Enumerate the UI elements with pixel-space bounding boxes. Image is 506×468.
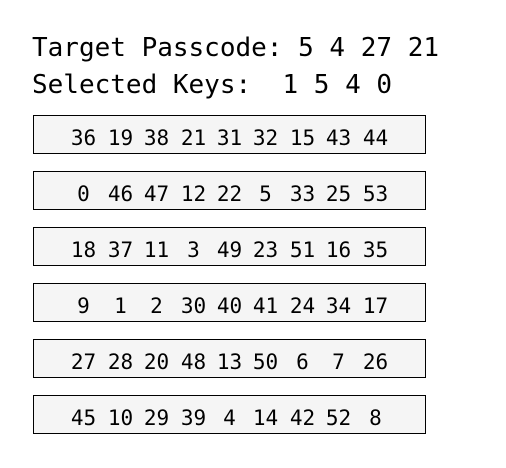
selected-key: 0 bbox=[376, 70, 393, 100]
keypad-key[interactable]: 7 bbox=[332, 350, 345, 374]
target-passcode-label: Target Passcode: bbox=[32, 33, 283, 63]
keypad-key[interactable]: 50 bbox=[252, 350, 279, 374]
target-code-digit: 4 bbox=[329, 33, 346, 63]
target-code-digit: 21 bbox=[407, 33, 440, 63]
keypad-key[interactable]: 51 bbox=[289, 238, 316, 262]
keypad-key[interactable]: 5 bbox=[259, 182, 272, 206]
keypad-key[interactable]: 0 bbox=[77, 182, 90, 206]
target-code-digit: 27 bbox=[360, 33, 393, 63]
keypad-key[interactable]: 22 bbox=[216, 182, 243, 206]
keypad-key[interactable]: 15 bbox=[289, 126, 316, 150]
keypad-key[interactable]: 20 bbox=[143, 350, 170, 374]
keypad-key[interactable]: 26 bbox=[362, 350, 389, 374]
keypad-key[interactable]: 46 bbox=[107, 182, 134, 206]
keypad-key[interactable]: 11 bbox=[143, 238, 170, 262]
keypad-key[interactable]: 42 bbox=[289, 406, 316, 430]
keypad-key[interactable]: 34 bbox=[325, 294, 352, 318]
keypad-key[interactable]: 14 bbox=[252, 406, 279, 430]
target-code-digit: 5 bbox=[298, 33, 314, 63]
keypad-key[interactable]: 19 bbox=[107, 126, 134, 150]
selected-key: 5 bbox=[313, 70, 330, 100]
keypad-key[interactable]: 8 bbox=[369, 406, 382, 430]
keypad-key[interactable]: 16 bbox=[325, 238, 352, 262]
keypad-key[interactable]: 13 bbox=[216, 350, 243, 374]
keypad-key[interactable]: 29 bbox=[143, 406, 170, 430]
keypad-key[interactable]: 52 bbox=[325, 406, 352, 430]
keypad-key[interactable]: 39 bbox=[180, 406, 207, 430]
keypad-key[interactable]: 28 bbox=[107, 350, 134, 374]
keypad-key[interactable]: 36 bbox=[70, 126, 97, 150]
keypad-key[interactable]: 25 bbox=[325, 182, 352, 206]
keypad-key[interactable]: 3 bbox=[187, 238, 200, 262]
keypad-key[interactable]: 44 bbox=[362, 126, 389, 150]
keypad-key[interactable]: 45 bbox=[70, 406, 97, 430]
keypad-key[interactable]: 30 bbox=[180, 294, 207, 318]
keypad-key[interactable]: 40 bbox=[216, 294, 243, 318]
selected-key: 1 bbox=[282, 70, 299, 100]
keypad-row: 36 19 38 21 31 32 15 43 44 bbox=[33, 115, 426, 154]
selected-keys-line: Selected Keys: 1 5 4 0 bbox=[32, 70, 392, 100]
keypad-key[interactable]: 32 bbox=[252, 126, 279, 150]
keypad-key[interactable]: 10 bbox=[107, 406, 134, 430]
keypad-row: 18 37 11 3 49 23 51 16 35 bbox=[33, 227, 426, 266]
selected-keys-label: Selected Keys: bbox=[32, 70, 252, 100]
target-passcode-line: Target Passcode: 5 4 27 21 bbox=[32, 33, 439, 63]
keypad-key[interactable]: 18 bbox=[70, 238, 97, 262]
keypad-key[interactable]: 49 bbox=[216, 238, 243, 262]
keypad-key[interactable]: 33 bbox=[289, 182, 316, 206]
keypad-key[interactable]: 4 bbox=[223, 406, 236, 430]
keypad-key[interactable]: 38 bbox=[143, 126, 170, 150]
keypad-key[interactable]: 53 bbox=[362, 182, 389, 206]
keypad-key[interactable]: 35 bbox=[362, 238, 389, 262]
keypad-key[interactable]: 2 bbox=[150, 294, 163, 318]
keypad-key[interactable]: 43 bbox=[325, 126, 352, 150]
keypad-key[interactable]: 23 bbox=[252, 238, 279, 262]
keypad-row: 0 46 47 12 22 5 33 25 53 bbox=[33, 171, 426, 210]
keypad-key[interactable]: 9 bbox=[77, 294, 90, 318]
keypad-key[interactable]: 47 bbox=[143, 182, 170, 206]
keypad-key[interactable]: 48 bbox=[180, 350, 207, 374]
keypad-row: 45 10 29 39 4 14 42 52 8 bbox=[33, 395, 426, 434]
keypad-key[interactable]: 41 bbox=[252, 294, 279, 318]
keypad-key[interactable]: 6 bbox=[296, 350, 309, 374]
keypad-key[interactable]: 12 bbox=[180, 182, 207, 206]
keypad-key[interactable]: 1 bbox=[114, 294, 127, 318]
keypad-key[interactable]: 17 bbox=[362, 294, 389, 318]
keypad-key[interactable]: 31 bbox=[216, 126, 243, 150]
keypad-key[interactable]: 37 bbox=[107, 238, 134, 262]
keypad-key[interactable]: 27 bbox=[70, 350, 97, 374]
keypad-key[interactable]: 21 bbox=[180, 126, 207, 150]
selected-key: 4 bbox=[345, 70, 361, 100]
keypad-key[interactable]: 24 bbox=[289, 294, 316, 318]
